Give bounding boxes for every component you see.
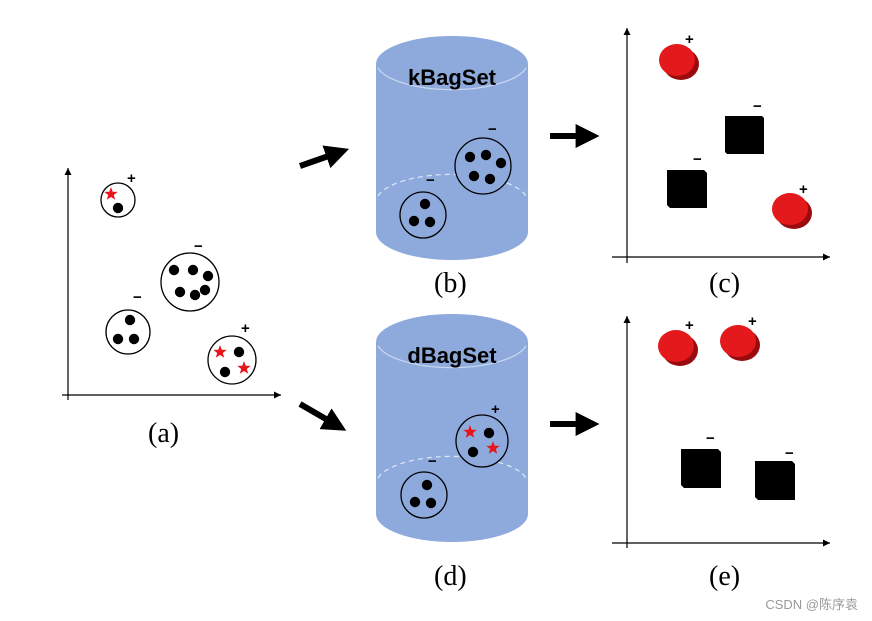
dot-instance xyxy=(187,264,199,276)
minus-sign: − xyxy=(706,430,715,447)
bag-positive: + xyxy=(207,320,257,385)
panel-label-a: (a) xyxy=(148,418,179,449)
dot-instance xyxy=(495,157,507,169)
database-title-kbagset: kBagSet xyxy=(408,65,497,90)
negative-bag-embedding: − xyxy=(681,430,721,488)
star-instance xyxy=(237,361,251,374)
dot-instance xyxy=(112,202,124,214)
bag-negative: − xyxy=(399,172,447,239)
dot-instance xyxy=(408,215,420,227)
dot-instance xyxy=(409,496,421,508)
dot-instance xyxy=(168,264,180,276)
star-instance xyxy=(213,345,227,358)
minus-sign: − xyxy=(133,289,142,306)
plus-sign: + xyxy=(685,317,694,334)
dot-instance xyxy=(483,427,495,439)
bag-positive: + xyxy=(455,401,509,468)
arrow-to-kbagset xyxy=(299,145,350,169)
dot-instance xyxy=(112,333,124,345)
panel-label-c: (c) xyxy=(709,268,740,299)
panel-label-e: (e) xyxy=(709,561,740,592)
arrow-to-dbagset xyxy=(298,401,347,431)
dot-instance xyxy=(189,289,201,301)
panel-c: + − − + (c) xyxy=(612,28,830,299)
plus-sign: + xyxy=(748,313,757,330)
minus-sign: − xyxy=(693,151,702,168)
star-instance xyxy=(486,441,500,454)
star-instance xyxy=(463,425,477,438)
negative-bag-embedding: − xyxy=(755,445,795,500)
dot-instance xyxy=(468,170,480,182)
star-instance xyxy=(104,187,118,200)
bag-positive: + xyxy=(100,170,136,218)
dot-instance xyxy=(419,198,431,210)
bag-negative: − xyxy=(400,453,448,519)
dot-instance xyxy=(202,270,214,282)
plus-sign: + xyxy=(127,170,136,187)
dot-instance xyxy=(199,284,211,296)
dot-instance xyxy=(124,314,136,326)
panel-e: + + − − (e) xyxy=(612,313,830,592)
negative-bag-embedding: − xyxy=(725,98,764,154)
negative-bag-embedding: − xyxy=(667,151,707,208)
panel-label-d: (d) xyxy=(434,561,467,592)
dot-instance xyxy=(233,346,245,358)
bag-negative: − xyxy=(105,289,151,355)
minus-sign: − xyxy=(428,453,437,470)
minus-sign: − xyxy=(426,172,435,189)
dot-instance xyxy=(424,216,436,228)
positive-bag-embedding: + xyxy=(720,313,760,361)
dot-instance xyxy=(425,497,437,509)
panel-a: + − − + (a) xyxy=(62,168,281,449)
positive-bag-embedding: + xyxy=(772,181,812,229)
dot-instance xyxy=(421,479,433,491)
positive-bag-embedding: + xyxy=(659,31,699,80)
dbagset-cylinder: dBagSet + − (d) xyxy=(376,314,528,592)
dot-instance xyxy=(128,333,140,345)
minus-sign: − xyxy=(753,98,762,115)
minus-sign: − xyxy=(194,238,203,255)
positive-bag-embedding: + xyxy=(658,317,698,366)
plus-sign: + xyxy=(685,31,694,48)
dot-instance xyxy=(480,149,492,161)
dot-instance xyxy=(174,286,186,298)
plus-sign: + xyxy=(241,320,250,337)
watermark: CSDN @陈序袁 xyxy=(765,597,858,612)
minus-sign: − xyxy=(488,121,497,138)
dot-instance xyxy=(484,173,496,185)
dot-instance xyxy=(464,151,476,163)
dot-instance xyxy=(219,366,231,378)
kbagset-cylinder: kBagSet − − (b) xyxy=(376,36,528,299)
database-title-dbagset: dBagSet xyxy=(407,343,497,368)
bag-negative: − xyxy=(160,238,220,312)
minus-sign: − xyxy=(785,445,794,462)
bag-negative: − xyxy=(454,121,512,195)
dot-instance xyxy=(467,446,479,458)
plus-sign: + xyxy=(491,401,500,418)
panel-label-b: (b) xyxy=(434,268,467,299)
plus-sign: + xyxy=(799,181,808,198)
